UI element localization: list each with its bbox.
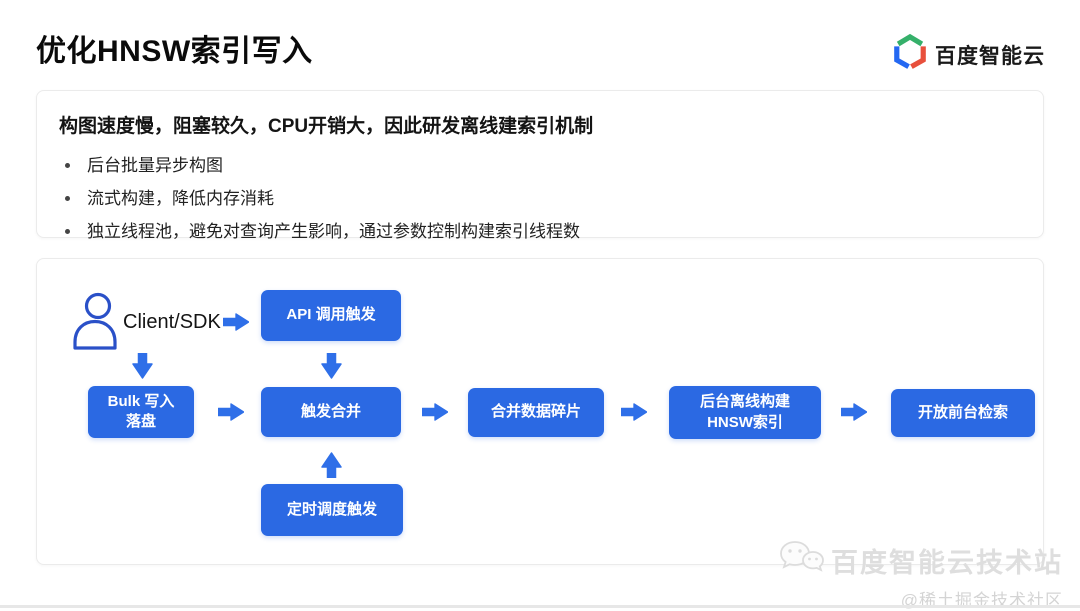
arrow-right-icon [621,403,647,421]
arrow-right-icon [841,403,867,421]
node-merge-trigger: 触发合并 [261,387,401,437]
watermark-title: 百度智能云技术站 [831,548,1063,578]
arrow-down-icon [132,353,153,379]
node-merge-shards: 合并数据碎片 [468,388,604,437]
bottom-edge-strip [0,605,1080,608]
node-schedule-trigger: 定时调度触发 [261,484,403,536]
node-bulk-write: Bulk 写入 落盘 [88,386,194,438]
summary-card: 构图速度慢，阻塞较久，CPU开销大，因此研发离线建索引机制 后台批量异步构图 流… [36,90,1044,241]
node-api-trigger: API 调用触发 [261,290,401,341]
wechat-bubbles-icon [779,540,825,581]
watermark: 百度智能云技术站 @稀土掘金技术社区 [779,540,1063,611]
page-title: 优化HNSW索引写入 [36,35,313,68]
arrow-up-icon [321,452,342,478]
node-offline-build-hnsw: 后台离线构建 HNSW索引 [669,386,821,439]
flow-diagram-card: Client/SDK API 调用触发 Bulk 写入 落盘 触发合并 合并数据… [36,258,1044,565]
client-sdk-label: Client/SDK [123,311,221,333]
arrow-right-icon [422,403,448,421]
summary-bullet-list: 后台批量异步构图 流式构建，降低内存消耗 独立线程池，避免对查询产生影响，通过参… [59,149,1021,248]
user-person-icon [73,292,117,355]
brand-name: 百度智能云 [935,44,1045,68]
brand-logo: 百度智能云 [893,33,1045,76]
node-open-search: 开放前台检索 [891,389,1035,437]
summary-heading: 构图速度慢，阻塞较久，CPU开销大，因此研发离线建索引机制 [59,116,594,137]
arrow-down-icon [321,353,342,379]
summary-bullet: 独立线程池，避免对查询产生影响，通过参数控制构建索引线程数 [59,215,1021,248]
arrow-right-icon [223,313,249,331]
arrow-right-icon [218,403,244,421]
summary-bullet: 流式构建，降低内存消耗 [59,182,1021,215]
baidu-cloud-cube-icon [893,33,927,76]
summary-bullet: 后台批量异步构图 [59,149,1021,182]
